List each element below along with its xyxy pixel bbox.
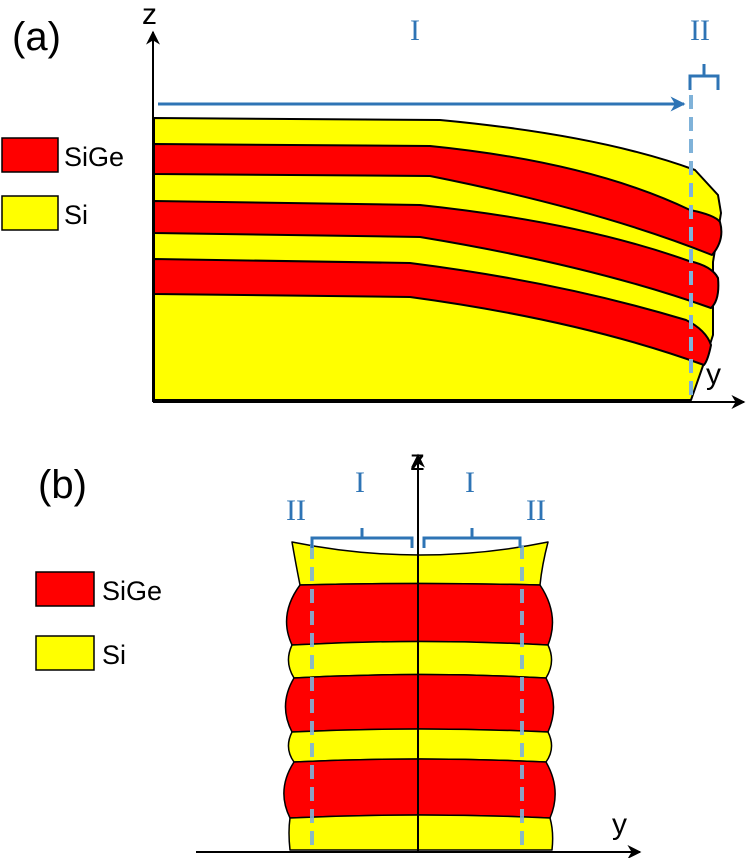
sige-layer-b-2 [284, 673, 555, 733]
sige-layer-b-3 [283, 758, 556, 819]
region-1-bracket-b-right [422, 528, 522, 548]
sige-layer-1 [153, 143, 723, 256]
region-2-label-a: II [690, 14, 710, 47]
legend-si-label-a: Si [64, 200, 88, 230]
sige-layer-b-1 [285, 582, 554, 646]
y-axis-label-b: y [612, 808, 627, 841]
region-2-label-b-right: II [526, 494, 546, 527]
z-axis-label-a: z [142, 0, 157, 31]
panel-b: (b) z y I I [35, 444, 642, 858]
sige-layer-2 [153, 200, 720, 309]
region-1-label-b-right: I [465, 466, 475, 499]
panel-a-label: (a) [12, 15, 61, 59]
si-layer-b-base [288, 814, 554, 851]
region-2-label-b-left: II [286, 494, 306, 527]
legend-si-swatch-b [35, 635, 95, 671]
y-axis-label-a: y [706, 358, 721, 391]
legend-sige-label-a: SiGe [64, 142, 124, 172]
region-1-bracket-b-left [310, 528, 414, 548]
legend-si-swatch-a [1, 195, 59, 231]
sige-layer-3 [153, 258, 712, 366]
legend-sige-swatch-b [35, 571, 95, 607]
legend-sige-swatch-a [1, 137, 59, 173]
legend-si-label-b: Si [102, 640, 126, 670]
si-layer-b-2 [287, 640, 553, 679]
panel-a: (a) z y I II SiGe Si [1, 0, 746, 409]
region-1-label-b-left: I [355, 466, 365, 499]
si-layer-b-1 [291, 541, 549, 586]
si-layer-b-3 [287, 728, 553, 763]
z-axis-label-b: z [410, 444, 425, 477]
region-2-bracket-a [688, 64, 720, 90]
layer-stack-a [153, 117, 723, 401]
legend-sige-label-b: SiGe [102, 576, 162, 606]
region-1-label-a: I [410, 14, 420, 47]
panel-b-label: (b) [38, 463, 87, 507]
pillar-stack-b [283, 541, 556, 851]
